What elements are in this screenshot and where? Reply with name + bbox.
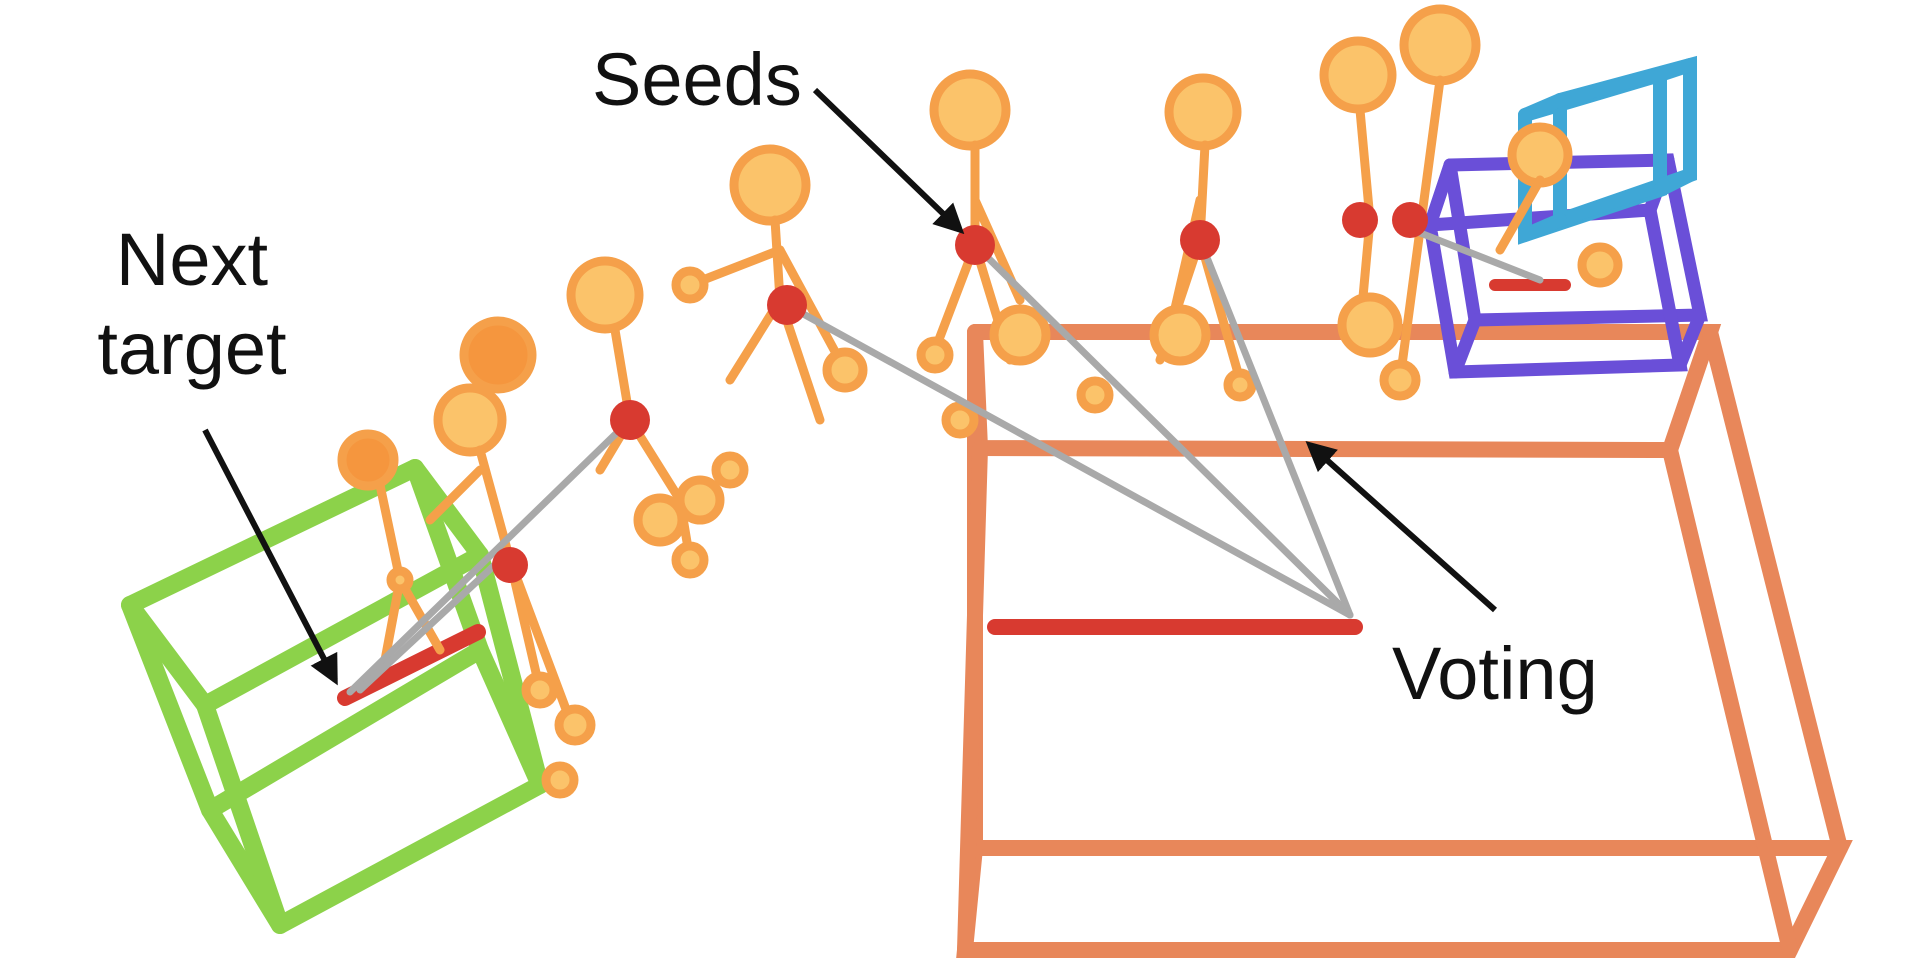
next-target-label-line1: Next (115, 218, 269, 301)
voting-lines (346, 221, 1544, 696)
seed-point (767, 285, 807, 325)
seeds-label: Seeds (592, 38, 802, 121)
body-pose (916, 69, 1051, 439)
seed-point (610, 400, 650, 440)
seed-point (1392, 202, 1428, 238)
next-target-label: Next target (72, 216, 312, 394)
seed-points (492, 202, 1428, 583)
body-pose (1076, 73, 1257, 414)
seed-point (955, 225, 995, 265)
arrow-icon (202, 428, 338, 686)
arrow-icon (812, 87, 965, 235)
green-target-box (121, 459, 549, 934)
next-target-label-line2: target (97, 306, 287, 390)
purple-region-box (1423, 153, 1708, 379)
body-pose (566, 256, 709, 579)
seed-point (492, 547, 528, 583)
arrow-icon (1305, 441, 1497, 613)
seed-point (1342, 202, 1378, 238)
body-pose (1319, 4, 1623, 401)
body-pose-sequence (337, 4, 1623, 799)
body-pose (337, 429, 445, 665)
callout-arrows (202, 87, 1497, 686)
seed-point (1180, 220, 1220, 260)
voting-label: Voting (1392, 632, 1598, 715)
